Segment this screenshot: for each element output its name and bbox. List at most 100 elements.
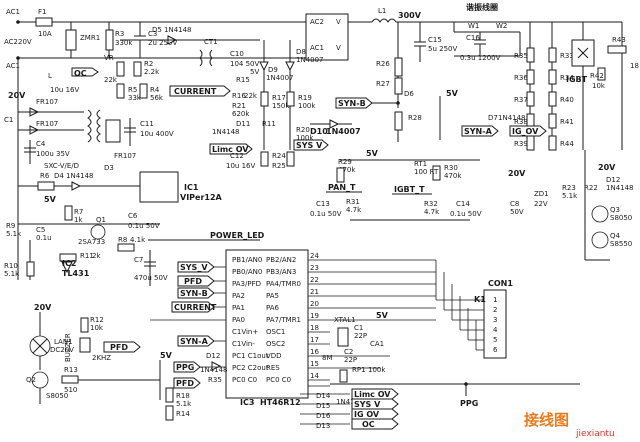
ct1-label: CT1 <box>204 38 218 46</box>
r32-value: 4.7k <box>424 208 440 216</box>
ac1-top-label: AC1 <box>6 8 20 16</box>
c8-value: 50V <box>510 208 524 216</box>
c10-label: C10 <box>230 50 244 58</box>
igbt-label: IGBT <box>566 75 588 84</box>
con1-connector <box>483 289 507 359</box>
syn-b-tag: SYN-B <box>338 99 366 108</box>
ic3-pin-left-4: PA2 <box>232 292 245 300</box>
d1-label: FR107 <box>36 98 58 106</box>
c16-value: 0.3u 1200V <box>460 54 501 62</box>
con1-pin-1: 1 <box>493 296 497 304</box>
c7-label: C7 <box>134 256 143 264</box>
c13-label: C13 <box>316 200 330 208</box>
r21-value: 620k <box>232 110 250 118</box>
r5-label: R5 <box>128 86 137 94</box>
c3-value: 2u 250V <box>148 39 177 47</box>
bridge-rectifier: AC2 AC1 V V <box>178 13 349 61</box>
q4-part: S8550 <box>610 240 632 248</box>
rt1-label: RT1 <box>414 160 427 168</box>
300v-label: 300V <box>398 11 422 20</box>
d12-label-right: D12 <box>606 176 620 184</box>
pfd2-tag-bottom: PFD <box>176 379 194 388</box>
rt1-value: 100 RT <box>414 168 439 176</box>
ic3-pin-left-6: PA0 <box>232 316 245 324</box>
20v-label-bottom: 20V <box>34 303 52 312</box>
lan1-value: DC20V <box>50 346 74 354</box>
d5-label: D5 <box>152 26 162 34</box>
r14-label: R14 <box>176 410 190 418</box>
r25-label: R25 <box>272 162 286 170</box>
igbt-section: IGBT R42 10k R43 18 <box>566 22 639 150</box>
ic3-pin-left-2: PB0/AN0 <box>232 268 262 276</box>
resistor-ladder-right: R35 R36 R37 R38 R39 R33 R34 R40 R41 R44 <box>514 22 574 151</box>
r12-value: 10k <box>90 324 104 332</box>
ic3-pin-right-7: OSC1 <box>266 328 285 336</box>
d12-part-right: 1N4148 <box>606 184 634 192</box>
xtal1-value: 8M <box>322 354 333 362</box>
q1-label: Q1 <box>96 216 106 224</box>
r11b-value: 2k <box>92 252 101 260</box>
resonant-coil-section: W1 W2 C15 5u 250V C16 0.3u 1200V <box>414 22 521 62</box>
r30-value: 470k <box>444 172 462 180</box>
r15-value: 5V <box>250 68 259 76</box>
d4-part: 1N4148 <box>66 172 94 180</box>
r36-label: R36 <box>514 74 528 82</box>
r3-label: R3 <box>115 30 124 38</box>
20v-label-left: 20V <box>8 91 26 100</box>
ic1-part: VIPer12A <box>180 193 223 202</box>
c10-value: 104 50V <box>230 60 259 68</box>
current-sense: OC VR 22k R2 2.2k R5 33k R4 56k D5 1N414… <box>71 26 260 118</box>
r43-label: R43 <box>612 36 626 44</box>
ic3-pin-num-14: 14 <box>310 372 319 380</box>
r30-label: R30 <box>444 164 458 172</box>
ac220v-label: AC220V <box>4 38 32 46</box>
w2-label: W2 <box>496 22 507 30</box>
ic3-pin-right-9: VDD <box>266 352 282 360</box>
f1-label: F1 <box>38 8 46 16</box>
c11-value: 10u 400V <box>140 130 174 138</box>
r5-value: 33k <box>128 94 142 102</box>
r11b-label: R11 <box>80 252 94 260</box>
c14-label: C14 <box>456 200 470 208</box>
limc-ov-tag-left: Limc OV <box>212 145 249 154</box>
ic3-pin-num-20: 20 <box>310 300 319 308</box>
c12-label: C12 <box>230 152 244 160</box>
r8-label: R8 <box>118 236 127 244</box>
r6-label: R6 <box>40 172 50 180</box>
crystal-xtal1 <box>337 327 349 347</box>
r4-label: R4 <box>150 86 160 94</box>
5v-label-mid: 5V <box>366 149 379 158</box>
con1-pin-2: 2 <box>493 306 497 314</box>
r22-label: R22 <box>584 184 598 192</box>
r31-value: 4.7k <box>346 206 362 214</box>
buzzer-value: 2KHZ <box>92 354 111 362</box>
con1-pin-6: 6 <box>493 346 498 354</box>
watermark-brand: 接线图 <box>524 411 569 429</box>
d4-label: D4 <box>54 172 64 180</box>
r33-label: R33 <box>560 52 574 60</box>
temperature-sense: 5V R29 470k R30 470k RT1 100 RT PAN_T IG… <box>310 149 482 221</box>
voltage-sense-diodes: D9 1N4007 D8 1N4007 R17 150k R19 100k D1… <box>54 40 361 180</box>
sxc-label: SXC-V/E/D <box>44 162 79 170</box>
ic3-pin-num-16: 16 <box>310 348 319 356</box>
d15-label: D15 <box>316 402 330 410</box>
5v-label-bottom: 5V <box>160 351 173 360</box>
limc-ov-tag-right: Limc OV <box>354 390 391 399</box>
ppg-input-section: 5V PPG PFD R18 5.1k R14 D12 1N4148 R35 <box>160 351 228 421</box>
ic3-pin-num-23: 23 <box>310 264 319 272</box>
r23-value: 5.1k <box>562 192 578 200</box>
ic3-pin-num-18: 18 <box>310 324 319 332</box>
syn-b-tag-ic3: SYN-B <box>180 289 208 298</box>
5v-label-osc: 5V <box>376 311 389 320</box>
ic3-pin-num-22: 22 <box>310 276 319 284</box>
ic3-part: HT46R12 <box>260 398 301 407</box>
r10-value: 5.1k <box>4 270 20 278</box>
vr-label: VR <box>104 54 114 62</box>
ac-input-section: AC1 AC220V AC1 F1 10A ZMR1 R3 330k C3 2u… <box>4 8 178 70</box>
r42-label: R42 <box>590 72 604 80</box>
q1-part: 2SA733 <box>78 238 105 246</box>
c1-osc-value: 22P <box>354 332 367 340</box>
pan-t-label: PAN_T <box>328 183 356 192</box>
rp1-label: RP1 <box>352 366 366 374</box>
r7-value: 1k <box>74 216 83 224</box>
